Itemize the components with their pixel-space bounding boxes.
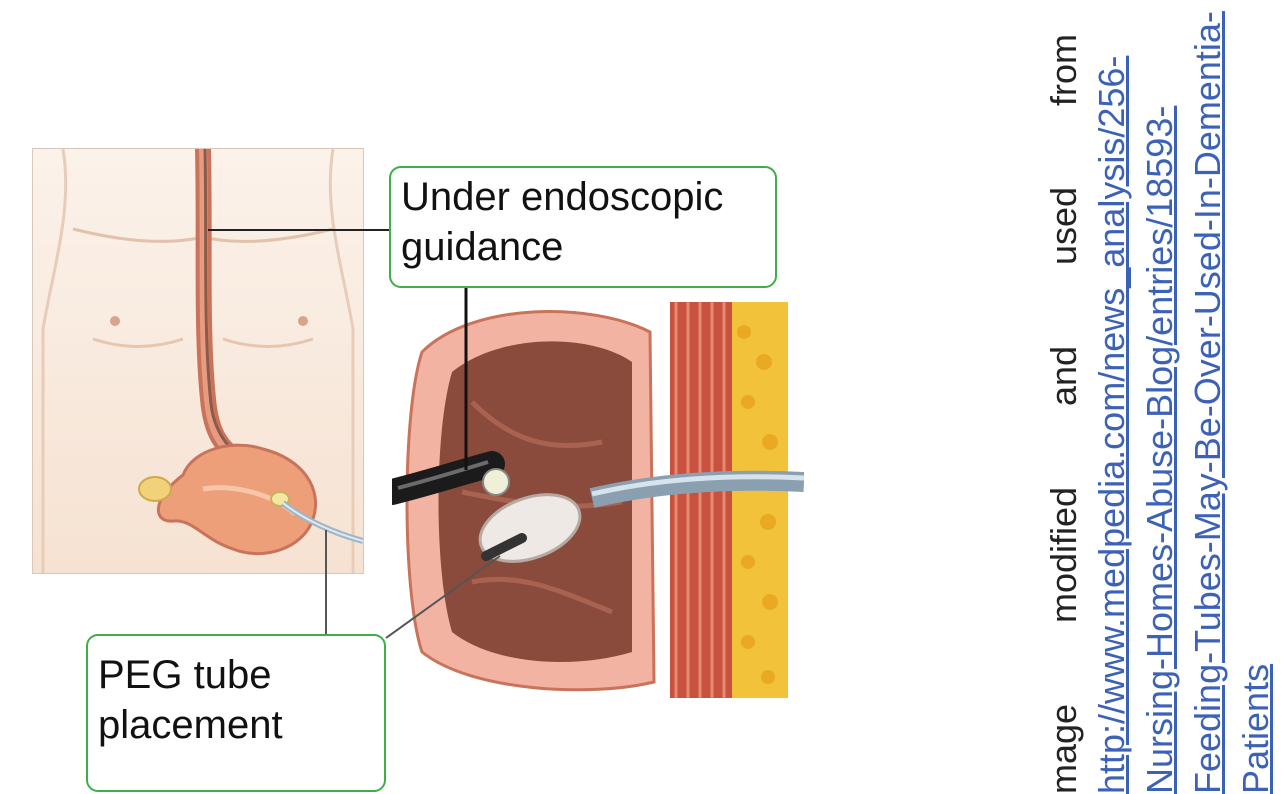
peg-tube-placement-callout: PEG tube placement (86, 634, 386, 792)
callout-text-line: placement (98, 700, 376, 750)
callout-text-line: Under endoscopic (401, 172, 767, 222)
attribution-word: and (1040, 346, 1088, 406)
source-link-line[interactable]: Nursing-Homes-Abuse-Blog/entries/18593- (1136, 4, 1184, 794)
attribution-caption: mage modified and used from (1040, 4, 1088, 794)
attribution-word: used (1040, 187, 1088, 265)
image-attribution: mage modified and used from http://www.m… (1040, 4, 1280, 794)
callout-text-line: PEG tube (98, 650, 376, 700)
source-link-line[interactable]: http://www.medpedia.com/news_analysis/25… (1088, 4, 1136, 794)
source-link-line[interactable]: Patients (1232, 4, 1280, 794)
attribution-word: from (1040, 34, 1088, 106)
source-link-line[interactable]: Feeding-Tubes-May-Be-Over-Used-In-Dement… (1184, 4, 1232, 794)
endoscopic-guidance-callout: Under endoscopic guidance (389, 166, 777, 288)
callout-text-line: guidance (401, 222, 767, 272)
attribution-word: mage (1040, 704, 1088, 794)
attribution-word: modified (1040, 487, 1088, 623)
